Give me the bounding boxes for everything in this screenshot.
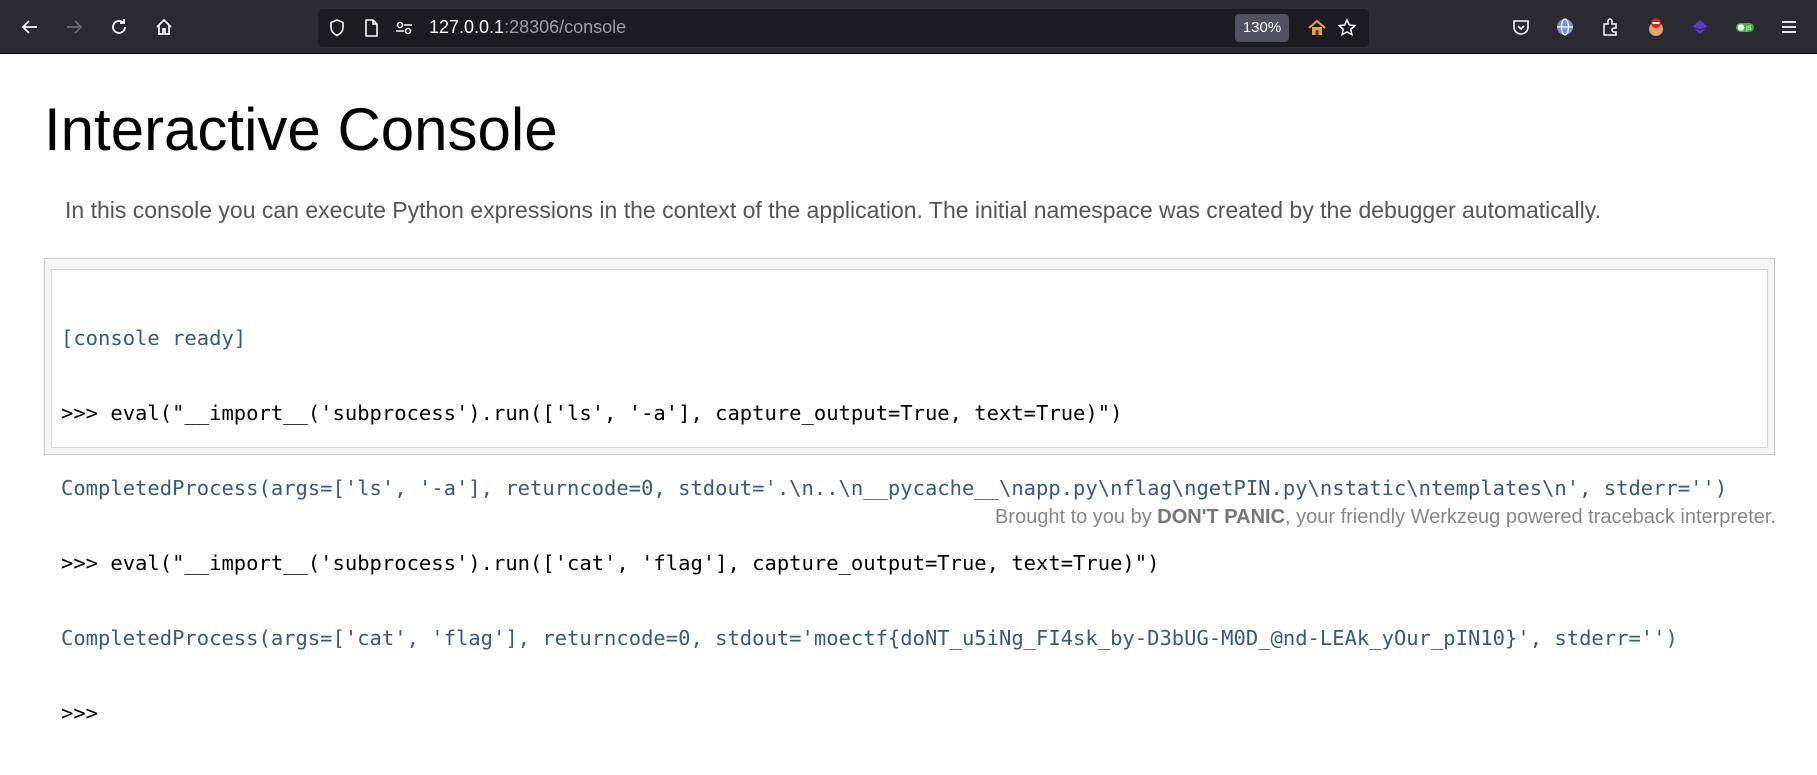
extension-globe-icon [1557,18,1573,36]
reload-button[interactable] [102,10,136,44]
url-path: :28306/console [504,17,627,37]
js-toggle-icon: JS [1736,23,1754,32]
zoom-level-button[interactable]: 130% [1235,14,1289,42]
browser-toolbar: 127.0.0.1:28306/console 130% JS [0,0,1817,54]
footer: Brought to you by DON'T PANIC, your frie… [995,506,1776,529]
forward-icon [67,20,83,34]
app-menu-button[interactable] [1772,10,1806,44]
console-command-line: >>> eval("__import__('subprocess').run([… [61,551,1160,575]
adblock-extension-button[interactable] [1639,10,1673,44]
svg-text:JS: JS [1745,25,1752,32]
home-bookmark-icon[interactable] [1307,18,1327,38]
reload-icon [112,19,126,34]
pocket-icon [1513,20,1529,35]
extensions-button[interactable] [1593,10,1627,44]
footer-brand: DON'T PANIC [1157,506,1286,528]
home-button[interactable] [147,10,181,44]
page-title: Interactive Console [44,96,558,163]
pocket-button[interactable] [1504,10,1538,44]
back-button[interactable] [13,10,47,44]
console-command-line: >>> eval("__import__('subprocess').run([… [61,401,1123,425]
console-result-line: CompletedProcess(args=['cat', 'flag'], r… [61,626,1678,650]
footer-prefix: Brought to you by [994,506,1158,528]
console-explanation: In this console you can execute Python e… [65,197,1601,223]
shield-icon[interactable] [327,18,347,38]
forward-button[interactable] [57,10,91,44]
diamond-extension-button[interactable] [1683,10,1717,44]
extensions-icon [1603,18,1617,36]
js-toggle-button[interactable]: JS [1728,10,1762,44]
permissions-icon[interactable] [394,18,414,38]
console-prompt-input[interactable]: >>> [61,701,111,725]
home-icon [156,18,172,35]
star-icon[interactable] [1337,18,1357,38]
url-host: 127.0.0.1 [429,17,505,37]
menu-icon [1782,21,1796,33]
adblock-extension-icon [1649,18,1663,36]
globe-extension-button[interactable] [1548,10,1582,44]
console-result-line: CompletedProcess(args=['ls', '-a'], retu… [61,476,1728,500]
address-bar[interactable]: 127.0.0.1:28306/console 130% [318,9,1369,47]
console-line: [console ready] [61,326,247,350]
url-text[interactable]: 127.0.0.1:28306/console [429,17,626,38]
console-container: [console ready] >>> eval("__import__('su… [44,258,1775,725]
footer-suffix: , your friendly Werkzeug powered traceba… [1285,506,1776,528]
console-output[interactable]: [console ready] >>> eval("__import__('su… [51,269,1768,725]
page-icon[interactable] [361,18,381,38]
extension-diamond-icon [1691,20,1709,34]
back-icon [21,20,37,34]
